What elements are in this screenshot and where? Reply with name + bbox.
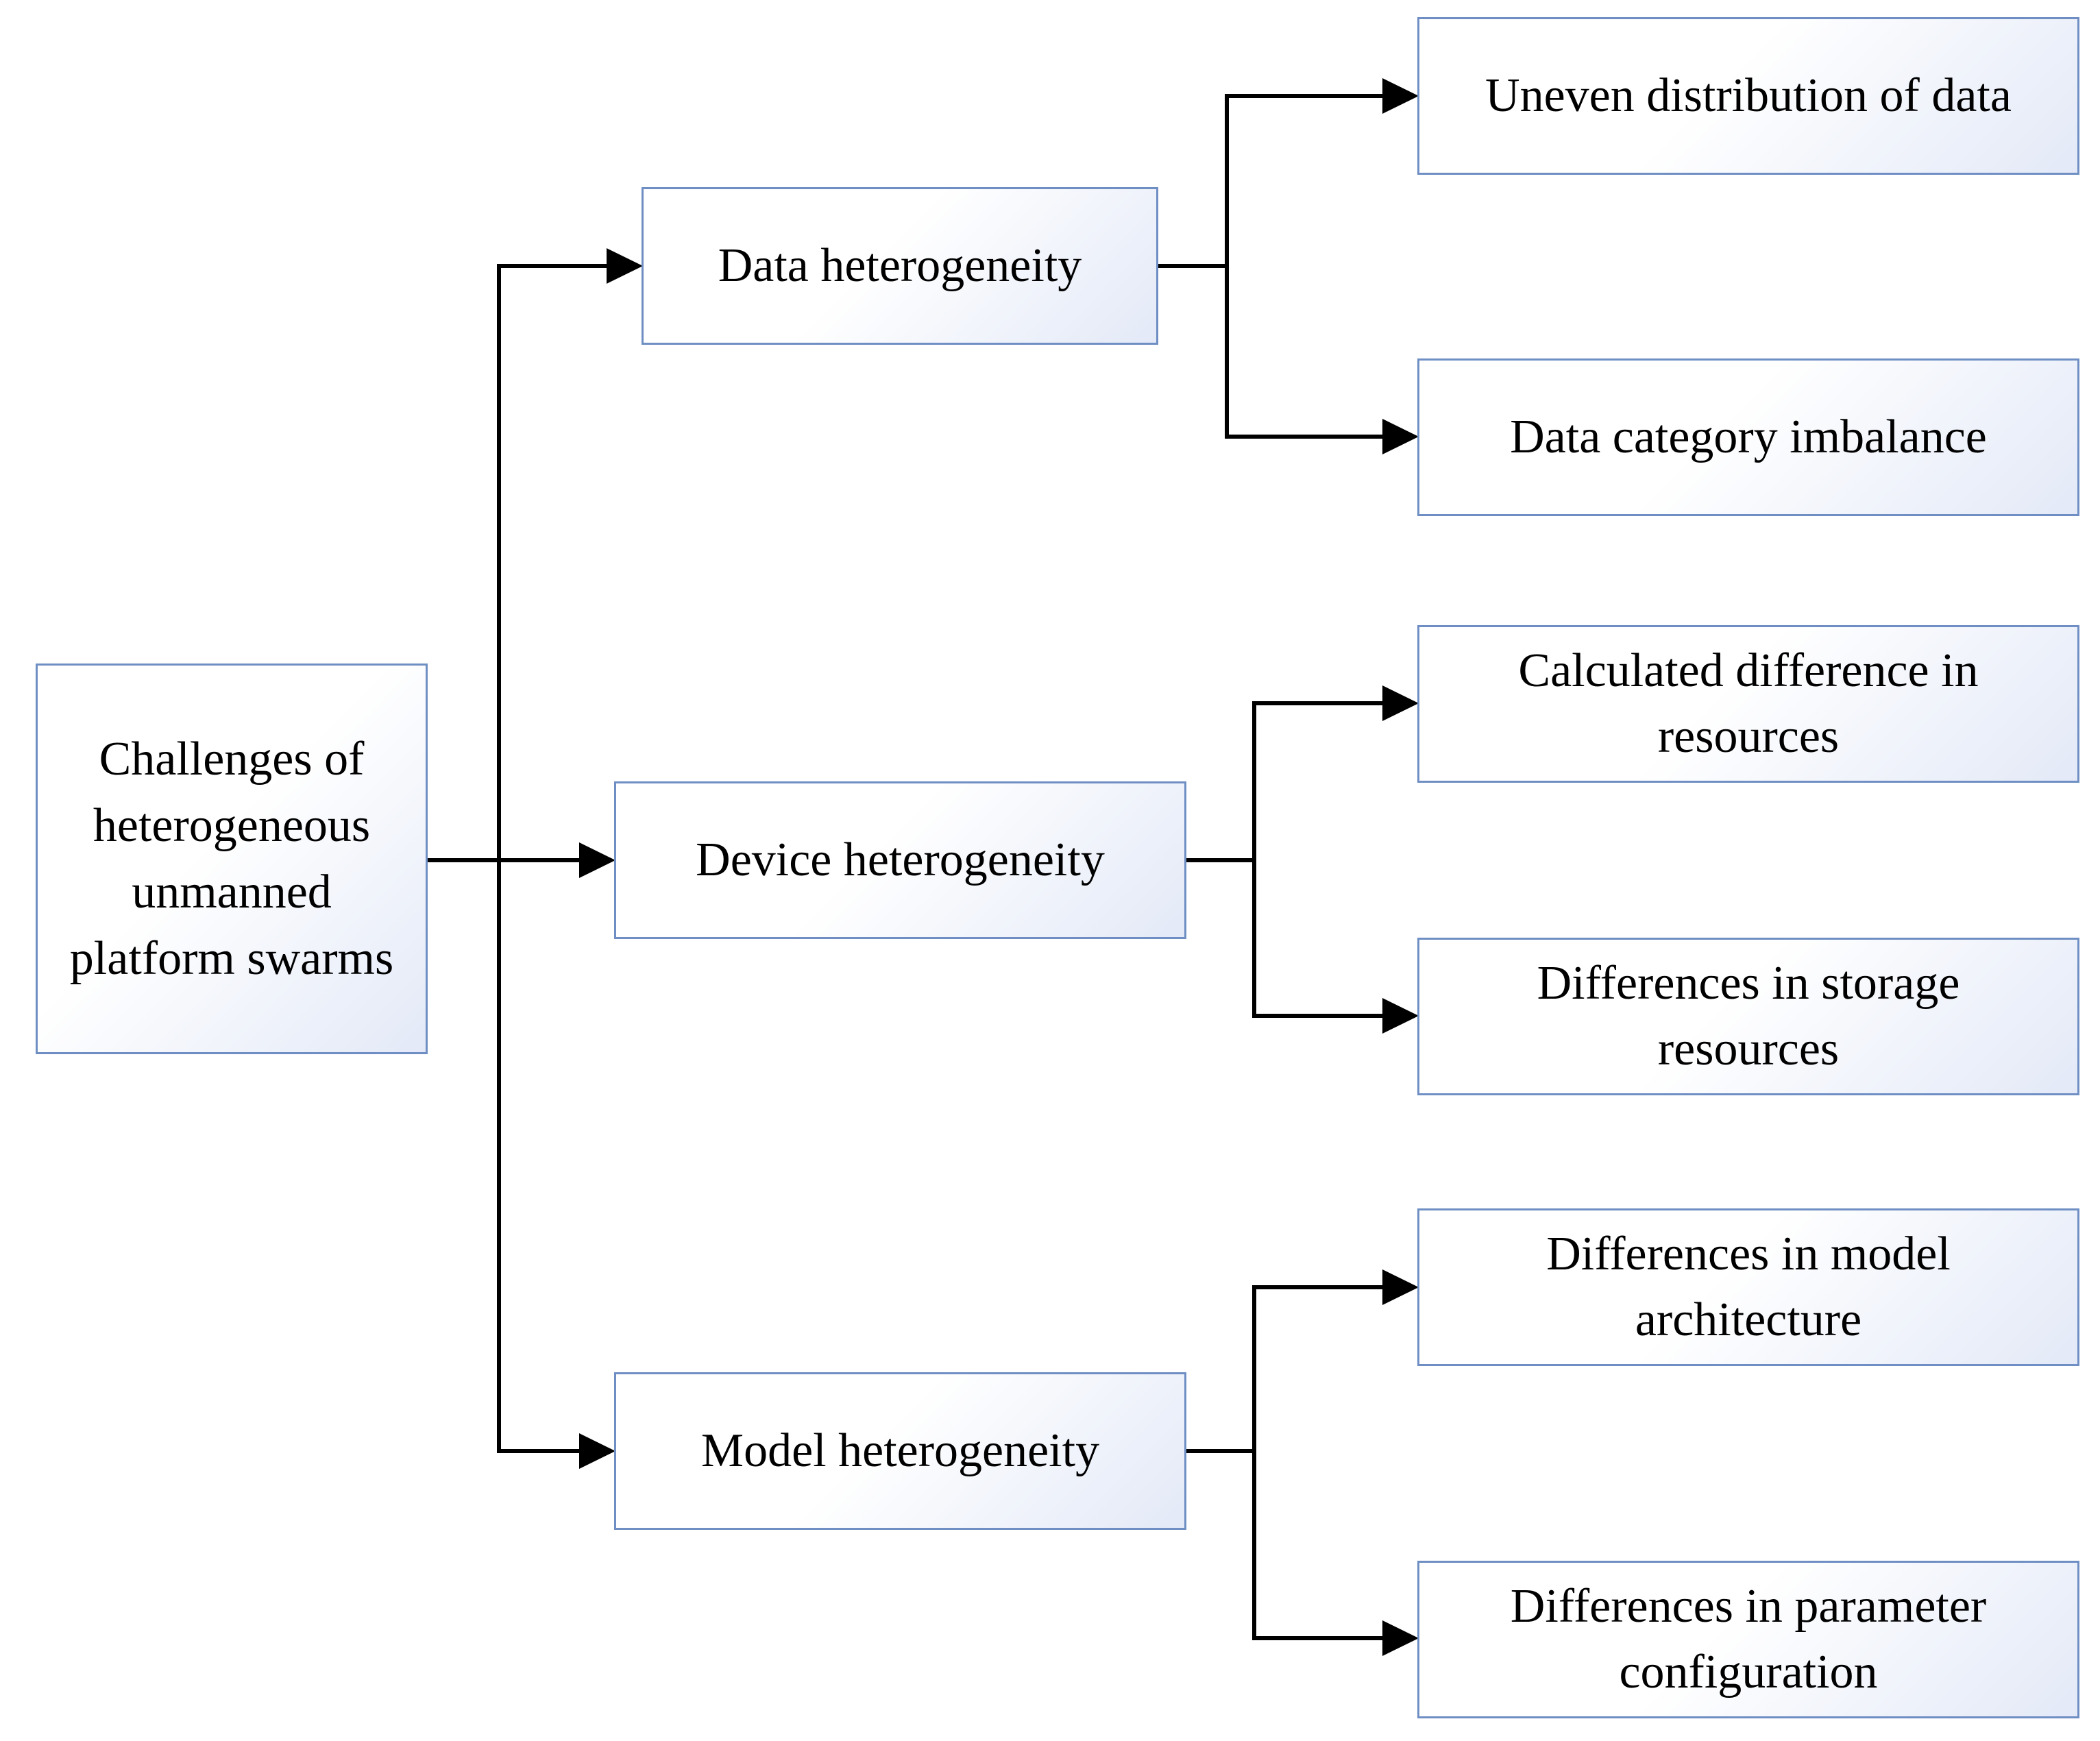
category-node-model: Model heterogeneity [614,1372,1186,1530]
leaf-node-parameter-configuration: Differences in parameter configuration [1417,1561,2079,1718]
arrow-to-category-imbalance [1382,419,1419,454]
leaf-label-calculated-difference: Calculated difference in resources [1518,644,1979,763]
category-label-device: Device heterogeneity [696,833,1105,886]
leaf-label-uneven-distribution: Uneven distribution of data [1485,69,2012,122]
arrow-to-storage-differences [1382,998,1419,1034]
root-node: Challenges of heterogeneous unmanned pla… [36,663,428,1054]
leaf-label-category-imbalance: Data category imbalance [1510,411,1987,463]
leaf-node-calculated-difference: Calculated difference in resources [1417,625,2079,783]
arrow-to-model-architecture [1382,1269,1419,1305]
category-node-data: Data heterogeneity [642,187,1158,345]
leaf-label-parameter-configuration: Differences in parameter configuration [1510,1580,1987,1699]
category-label-model: Model heterogeneity [700,1424,1100,1477]
leaf-label-storage-differences: Differences in storage resources [1537,957,1960,1075]
arrow-to-model-heterogeneity [579,1433,615,1469]
leaf-node-uneven-distribution: Uneven distribution of data [1417,17,2079,175]
arrow-to-uneven-distribution [1382,78,1419,114]
root-label: Challenges of heterogeneous unmanned pla… [69,733,394,985]
leaf-node-storage-differences: Differences in storage resources [1417,938,2079,1095]
category-node-device: Device heterogeneity [614,781,1186,939]
leaf-label-model-architecture: Differences in model architecture [1546,1228,1951,1346]
arrow-to-parameter-configuration [1382,1620,1419,1656]
arrow-to-device-heterogeneity [579,842,615,878]
arrow-to-data-heterogeneity [607,248,643,284]
leaf-node-model-architecture: Differences in model architecture [1417,1208,2079,1366]
arrow-to-calculated-difference [1382,685,1419,721]
leaf-node-category-imbalance: Data category imbalance [1417,358,2079,516]
category-label-data: Data heterogeneity [718,239,1082,292]
